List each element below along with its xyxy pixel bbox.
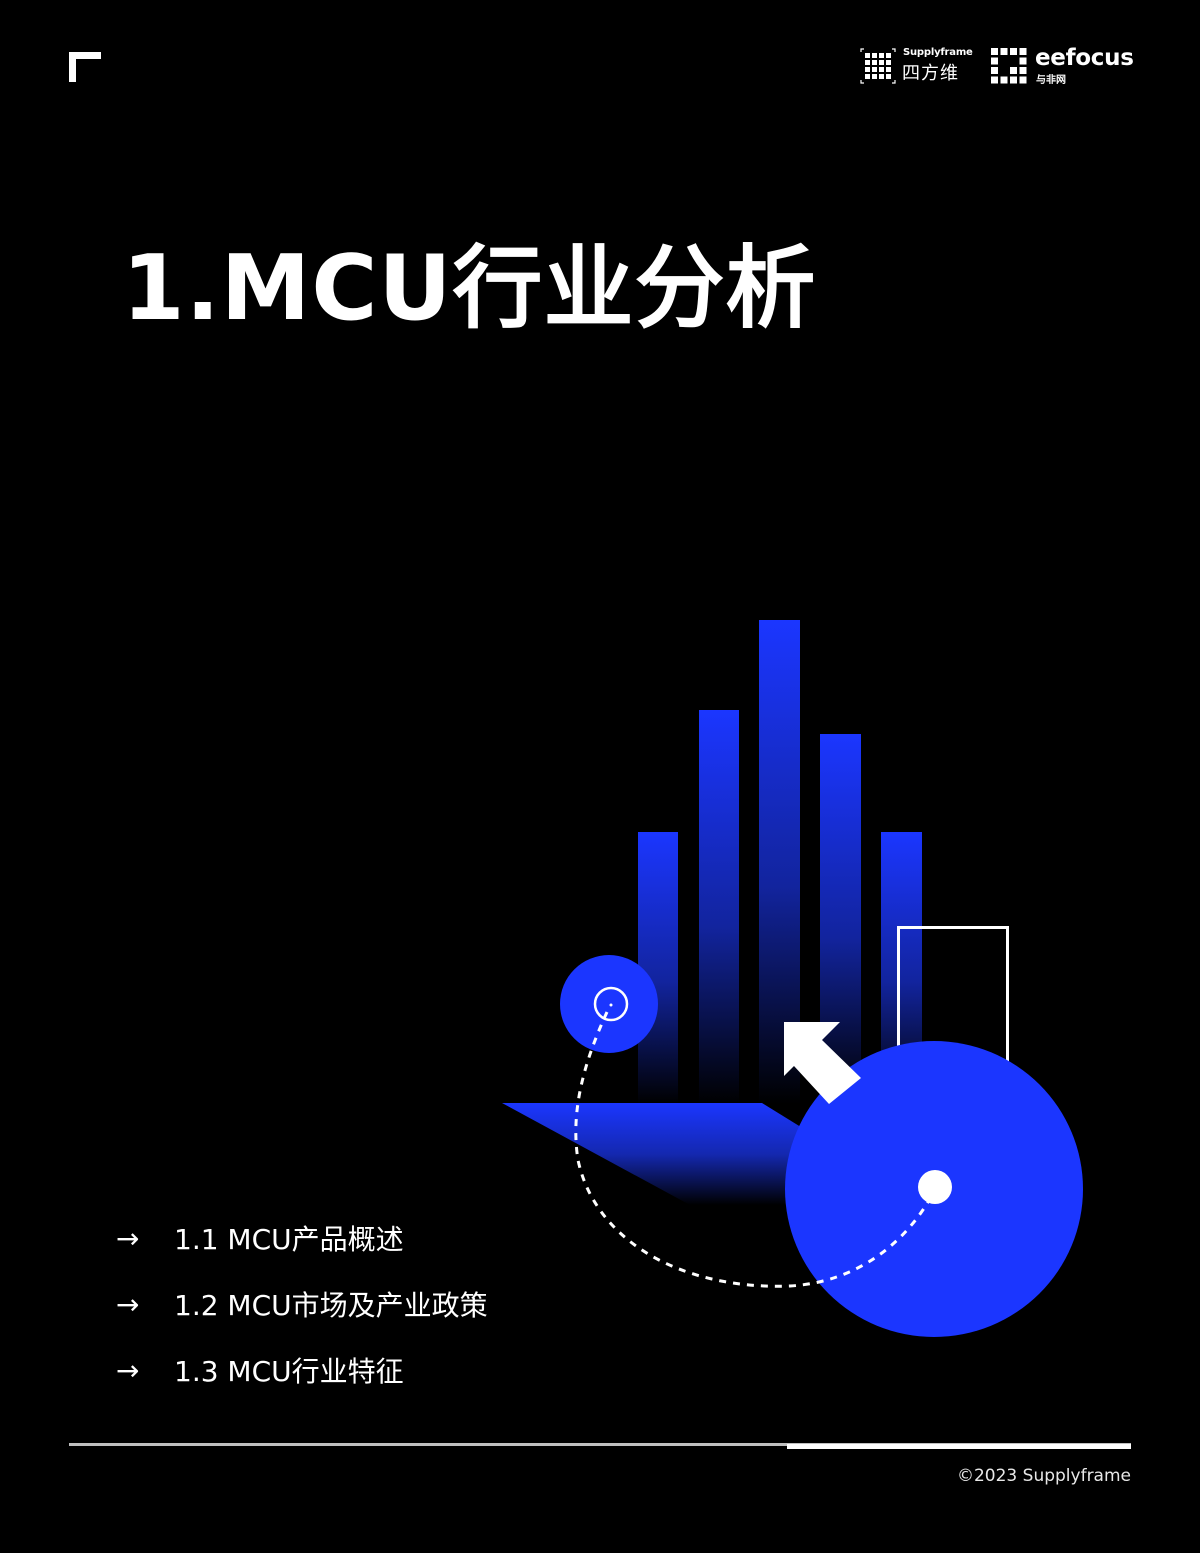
footer-divider (69, 1443, 1131, 1446)
bar-5 (881, 832, 922, 1104)
square-dots-logo-icon (991, 48, 1027, 84)
large-circle-dot (918, 1170, 952, 1204)
eefocus-logo-text: eefocus (1035, 45, 1134, 71)
supplyframe-logo-text: Supplyframe (903, 47, 973, 58)
up-left-arrow-icon (784, 1022, 861, 1104)
corner-bracket-icon (69, 52, 101, 82)
dashed-orbit (574, 1011, 930, 1288)
right-arrow-icon: → (116, 1353, 140, 1387)
large-circle (785, 1041, 1083, 1337)
toc-item-1-3[interactable]: → 1.3 MCU行业特征 (116, 1337, 488, 1403)
toc-item-label: 1.2 MCU市场及产业政策 (174, 1289, 488, 1322)
bar-3 (759, 620, 800, 1104)
small-circle (560, 955, 658, 1053)
footer-divider-accent (787, 1444, 1131, 1449)
bars (638, 620, 922, 1104)
small-target-ring (593, 986, 629, 1022)
outline-rectangle (897, 926, 1009, 1089)
grid-logo-icon (860, 48, 896, 84)
right-arrow-icon: → (116, 1221, 140, 1255)
toc-item-1-1[interactable]: → 1.1 MCU产品概述 (116, 1205, 488, 1271)
header-logos: Supplyframe 四方维 eefocus 与非网 (860, 45, 1134, 86)
supplyframe-logo-subtitle: 四方维 (902, 63, 959, 84)
page-title: 1.MCU行业分析 (122, 236, 817, 341)
copyright-text: ©2023 Supplyframe (956, 1466, 1131, 1486)
bar-1 (638, 832, 678, 1104)
bar-4 (820, 734, 861, 1104)
toc-item-label: 1.1 MCU产品概述 (174, 1223, 404, 1256)
right-arrow-icon: → (116, 1287, 140, 1321)
toc-item-label: 1.3 MCU行业特征 (174, 1355, 404, 1388)
table-of-contents: → 1.1 MCU产品概述 → 1.2 MCU市场及产业政策 → 1.3 MCU… (116, 1205, 488, 1403)
bar-2 (699, 710, 739, 1104)
eefocus-logo-subtitle: 与非网 (1036, 75, 1066, 86)
toc-item-1-2[interactable]: → 1.2 MCU市场及产业政策 (116, 1271, 488, 1337)
base-shelf (502, 1103, 830, 1205)
